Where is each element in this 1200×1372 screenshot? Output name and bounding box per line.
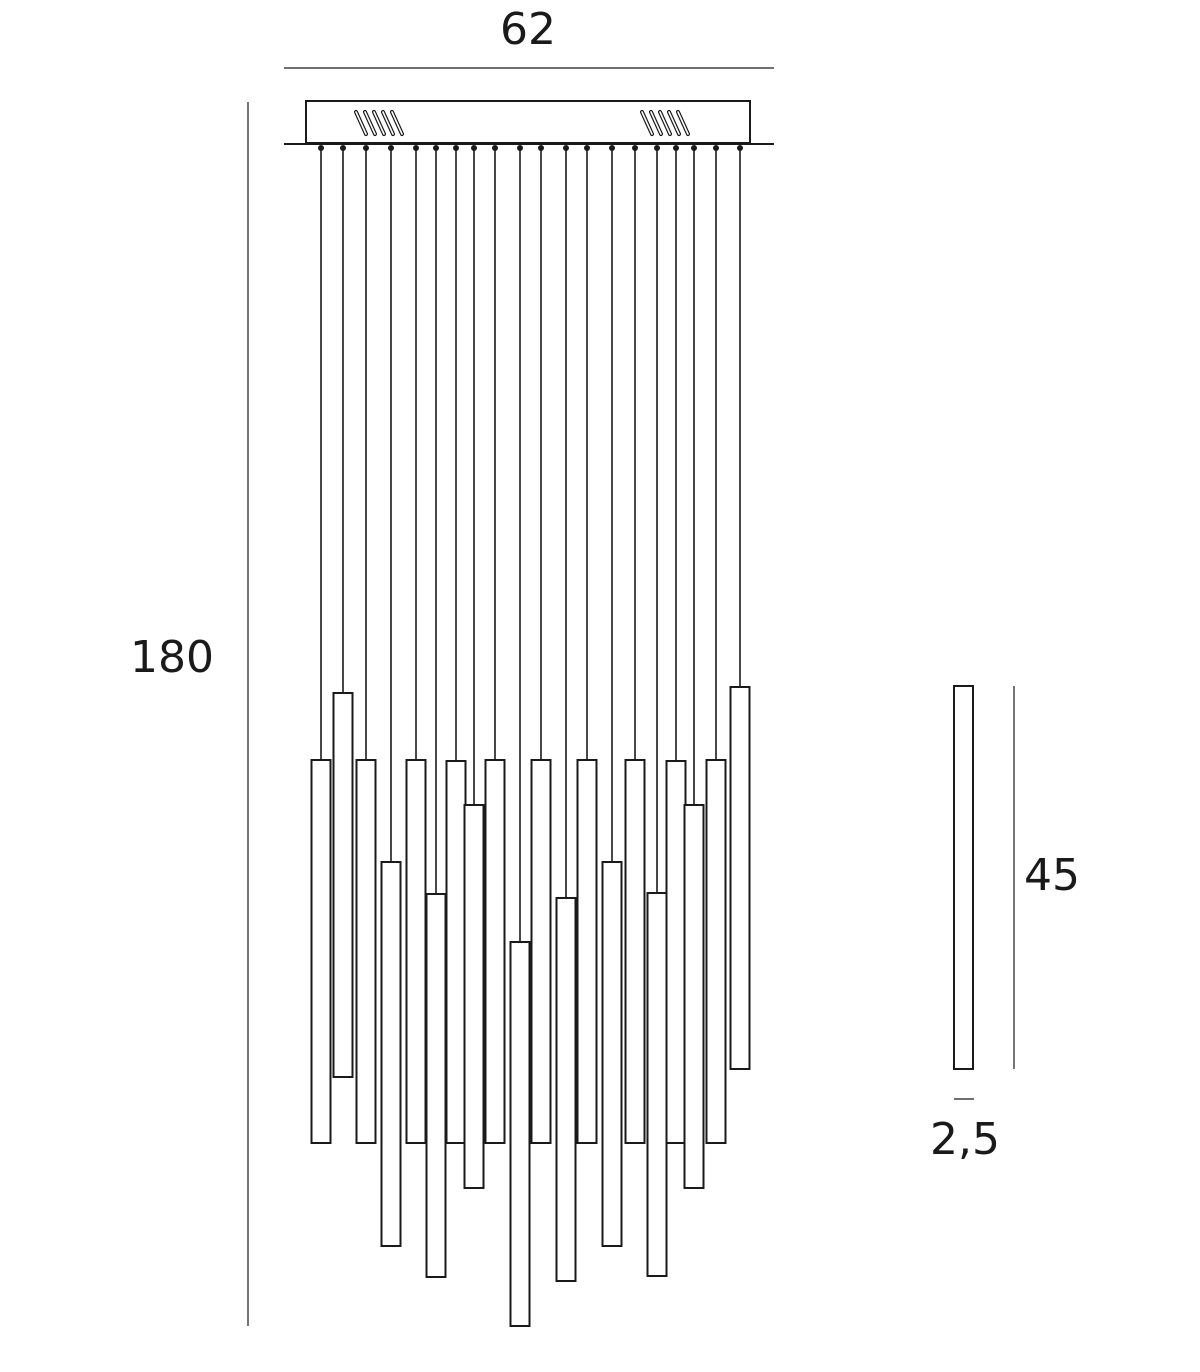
- light-tube: [557, 898, 576, 1281]
- light-tube: [465, 805, 484, 1188]
- light-tube: [382, 862, 401, 1246]
- vent-slot-inner: [642, 112, 652, 134]
- vent-slot-inner: [678, 112, 688, 134]
- pendant: [382, 145, 401, 1246]
- light-tube: [312, 760, 331, 1143]
- vent-slot-inner: [383, 112, 393, 134]
- light-tube: [578, 760, 597, 1143]
- pendant: [407, 145, 426, 1143]
- pendant: [334, 145, 353, 1077]
- light-tube: [667, 761, 686, 1143]
- pendant: [603, 145, 622, 1246]
- pendant: [685, 145, 704, 1188]
- pendant: [312, 145, 331, 1143]
- pendant: [486, 145, 505, 1143]
- light-tube: [407, 760, 426, 1143]
- light-tube: [707, 760, 726, 1143]
- pendant: [465, 145, 484, 1188]
- light-tube: [427, 894, 446, 1277]
- canopy-vent-slots-left: [356, 112, 402, 134]
- vent-slot-inner: [365, 112, 375, 134]
- pendant: [357, 145, 376, 1143]
- canopy-vent-slots-right: [642, 112, 688, 134]
- vent-slot-inner: [651, 112, 661, 134]
- pendant: [557, 145, 576, 1281]
- pendant: [578, 145, 597, 1143]
- vent-slot-inner: [669, 112, 679, 134]
- vent-slot-inner: [356, 112, 366, 134]
- pendant: [447, 145, 466, 1143]
- pendant: [707, 145, 726, 1143]
- light-tube: [648, 893, 667, 1276]
- light-tube: [603, 862, 622, 1246]
- light-tube: [511, 942, 530, 1326]
- pendant: [532, 145, 551, 1143]
- light-tube: [731, 687, 750, 1069]
- pendant: [626, 145, 645, 1143]
- pendant: [731, 145, 750, 1069]
- pendant: [648, 145, 667, 1276]
- width-dimension-label: 62: [500, 4, 556, 55]
- tube-diameter-dimension-label: 2,5: [930, 1114, 1000, 1165]
- pendant-tubes-group: [312, 145, 750, 1326]
- pendant: [511, 145, 530, 1326]
- light-tube: [626, 760, 645, 1143]
- pendant: [427, 145, 446, 1277]
- vent-slot-inner: [660, 112, 670, 134]
- light-tube: [447, 761, 466, 1143]
- light-tube: [334, 693, 353, 1077]
- light-tube: [685, 805, 704, 1188]
- single-tube-detail: [954, 686, 973, 1069]
- vent-slot-inner: [392, 112, 402, 134]
- vent-slot-inner: [374, 112, 384, 134]
- height-dimension-label: 180: [130, 632, 214, 683]
- pendant: [667, 145, 686, 1143]
- tube-length-dimension-label: 45: [1024, 850, 1080, 901]
- light-tube: [357, 760, 376, 1143]
- light-tube: [486, 760, 505, 1143]
- light-tube: [532, 760, 551, 1143]
